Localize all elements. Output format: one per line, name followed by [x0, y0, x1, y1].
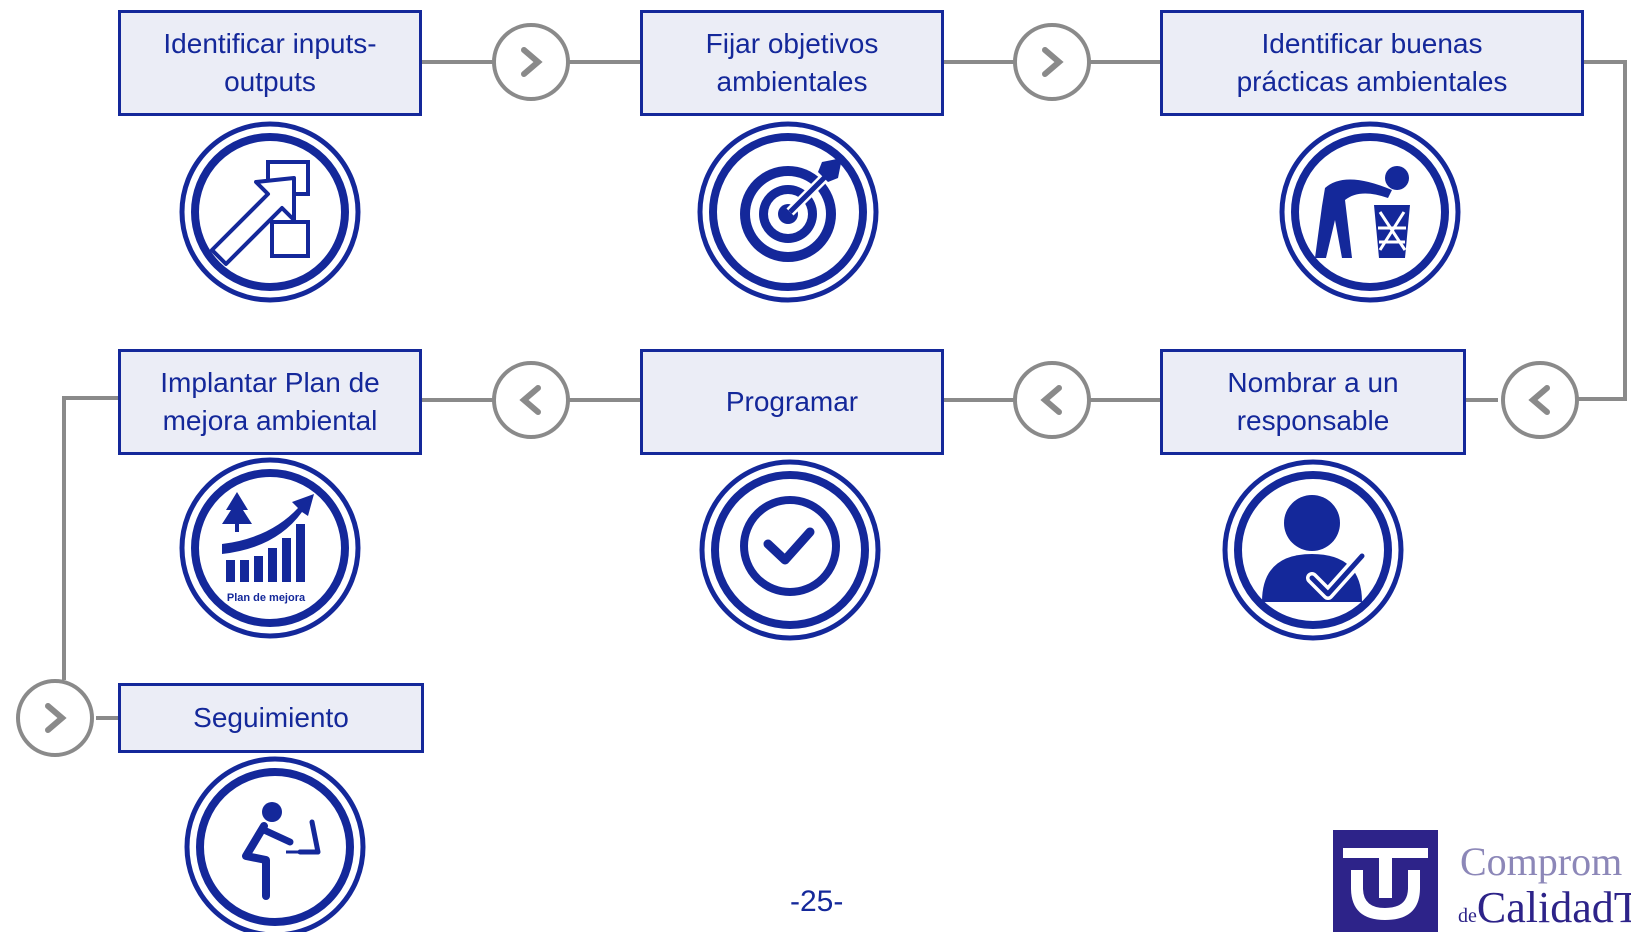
chevron-left-icon: [1528, 385, 1550, 415]
chevron-right-icon: [1042, 47, 1064, 77]
trash-bin-person-icon: [1279, 121, 1461, 303]
step-label-line: Nombrar a un: [1227, 367, 1399, 398]
growth-chart-icon: Plan de mejora: [179, 457, 361, 639]
step-box-nombrar-responsable: Nombrar a un responsable: [1160, 349, 1466, 455]
logo-text-prefix: de: [1458, 905, 1477, 927]
connector-6-7: [62, 396, 118, 680]
step-label-line: Identificar inputs-: [163, 28, 377, 59]
step-label-line: outputs: [224, 66, 316, 97]
user-check-icon: [1222, 459, 1404, 641]
step-box-programar: Programar: [640, 349, 944, 455]
step-box-identificar-inputs: Identificar inputs-outputs: [118, 10, 422, 116]
step-label-line: Programar: [725, 386, 859, 417]
target-icon: [697, 121, 879, 303]
growth-chart-caption: Plan de mejora: [227, 592, 306, 604]
chevron-circle: [16, 679, 94, 757]
logo-text-line1: Comprom: [1460, 839, 1623, 884]
chevron-circle: [1501, 361, 1579, 439]
chevron-right-icon: [45, 703, 67, 733]
logo-text-main: CalidadT: [1476, 883, 1631, 932]
chevron-left-icon: [1040, 385, 1062, 415]
step-box-implantar-plan: Implantar Plan de mejora ambiental: [118, 349, 422, 455]
company-logo: [1333, 830, 1438, 932]
page-number: -25-: [790, 885, 844, 918]
clock-check-icon: [699, 459, 881, 641]
step-label-line: ambientales: [716, 66, 868, 97]
chevron-left-icon: [519, 385, 541, 415]
step-label-line: Fijar objetivos: [705, 28, 879, 59]
chevron-circle: [492, 23, 570, 101]
logo-text-line2: deCalidadT: [1458, 882, 1631, 933]
step-label-line: Identificar buenas: [1261, 28, 1483, 59]
step-box-buenas-practicas: Identificar buenas prácticas ambientales: [1160, 10, 1584, 116]
step-label-line: Implantar Plan de: [160, 367, 380, 398]
chevron-right-icon: [521, 47, 543, 77]
step-label-line: mejora ambiental: [162, 405, 378, 436]
step-label-line: prácticas ambientales: [1236, 66, 1508, 97]
chevron-circle: [1013, 361, 1091, 439]
chevron-circle: [1013, 23, 1091, 101]
logo-mark-icon: [1343, 848, 1428, 920]
cursor-boxes-icon: [179, 121, 361, 303]
chevron-circle: [492, 361, 570, 439]
connector-3-4: [1578, 60, 1627, 401]
step-label-line: Seguimiento: [193, 702, 349, 733]
step-box-seguimiento: Seguimiento: [118, 683, 424, 753]
step-label-line: responsable: [1236, 405, 1390, 436]
step-box-fijar-objetivos: Fijar objetivos ambientales: [640, 10, 944, 116]
person-desk-icon: [184, 756, 366, 932]
